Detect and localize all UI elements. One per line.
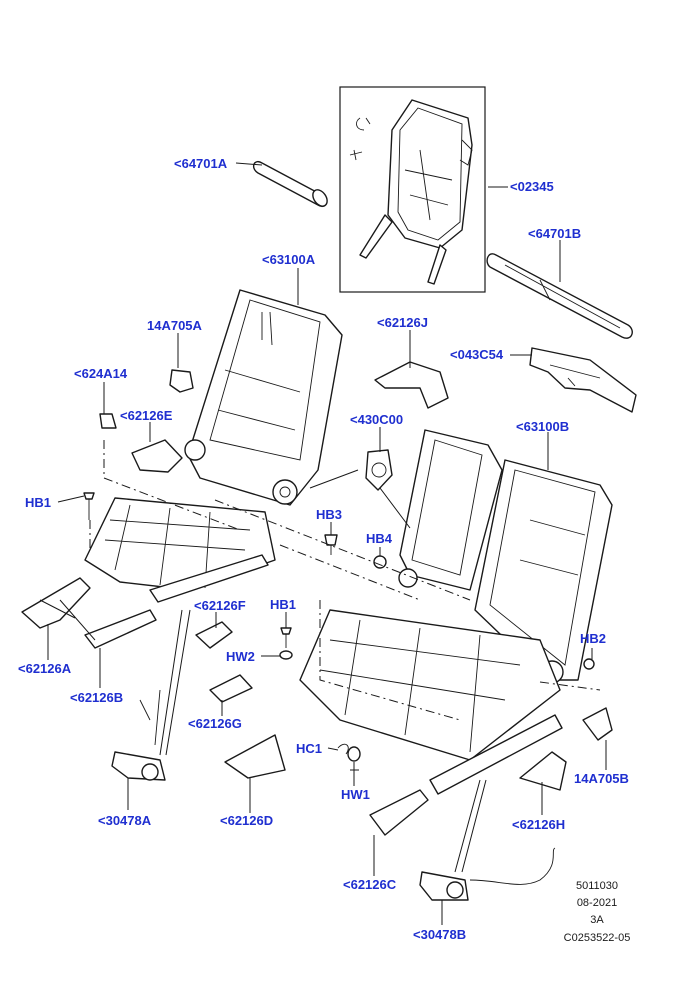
diagram-date: 08-2021 xyxy=(576,897,618,909)
part-64701B-bar xyxy=(486,253,633,339)
fastener-HB2 xyxy=(583,658,595,670)
label-HB2[interactable]: HB2 xyxy=(580,631,607,646)
clip-HC1 xyxy=(337,743,349,755)
label-624A14[interactable]: <624A14 xyxy=(74,366,128,381)
inset-box xyxy=(339,86,486,293)
part-63100A-seatback-left xyxy=(184,289,343,506)
part-430C00-recliner xyxy=(365,449,393,491)
label-14A705A[interactable]: 14A705A xyxy=(147,318,202,333)
part-14A705B-handle xyxy=(582,707,613,741)
part-30478A-motor xyxy=(111,689,166,781)
label-14A705B[interactable]: 14A705B xyxy=(574,771,629,786)
label-62126A[interactable]: <62126A xyxy=(18,661,72,676)
label-62126E[interactable]: <62126E xyxy=(120,408,173,423)
part-62126E-pad xyxy=(131,439,183,473)
fastener-HB3 xyxy=(324,534,338,555)
part-62126D-trim xyxy=(224,734,286,779)
label-043C54[interactable]: <043C54 xyxy=(450,347,504,362)
diagram-reference: C0253522-05 xyxy=(563,932,631,944)
diagram-code: 5011030 xyxy=(575,880,618,892)
label-62126B[interactable]: <62126B xyxy=(70,690,124,705)
label-30478B[interactable]: <30478B xyxy=(413,927,467,942)
alignment-lines xyxy=(89,440,601,771)
part-043C54-cover xyxy=(529,347,637,413)
fastener-HB1-right xyxy=(280,627,292,648)
label-430C00[interactable]: <430C00 xyxy=(350,412,404,427)
right-cushion-frame xyxy=(299,609,563,795)
left-cushion-frame xyxy=(84,497,276,603)
label-63100A[interactable]: <63100A xyxy=(262,252,316,267)
label-30478A[interactable]: <30478A xyxy=(98,813,152,828)
part-62126J-trim xyxy=(374,361,449,409)
label-02345[interactable]: <02345 xyxy=(510,179,554,194)
label-HB1-left[interactable]: HB1 xyxy=(25,495,52,510)
diagram-revision: 3A xyxy=(590,914,604,926)
part-62126B-rail xyxy=(84,609,157,649)
label-62126J[interactable]: <62126J xyxy=(377,315,428,330)
label-64701B[interactable]: <64701B xyxy=(528,226,582,241)
leader-lines xyxy=(39,162,607,925)
part-62126F-cover xyxy=(195,621,233,649)
label-HC1[interactable]: HC1 xyxy=(296,741,323,756)
label-62126H[interactable]: <62126H xyxy=(512,817,566,832)
label-HW2[interactable]: HW2 xyxy=(226,649,255,664)
label-63100B[interactable]: <63100B xyxy=(516,419,570,434)
label-62126F[interactable]: <62126F xyxy=(194,598,246,613)
part-64701A-tube xyxy=(252,161,328,207)
label-62126G[interactable]: <62126G xyxy=(188,716,242,731)
part-30478B-motor xyxy=(419,847,556,901)
washer-HW1 xyxy=(347,746,361,762)
label-HB4[interactable]: HB4 xyxy=(366,531,393,546)
part-62126A-rail xyxy=(21,577,91,629)
part-62126H-trim xyxy=(519,751,567,791)
label-62126D[interactable]: <62126D xyxy=(220,813,274,828)
part-62126C-rail xyxy=(369,789,429,836)
part-02345-frame xyxy=(349,99,473,285)
label-HB3[interactable]: HB3 xyxy=(316,507,343,522)
label-64701A[interactable]: <64701A xyxy=(174,156,228,171)
fastener-HB1-left xyxy=(83,492,95,520)
fastener-HB4 xyxy=(373,555,387,569)
part-62126G-cover xyxy=(209,674,253,703)
washer-HW2 xyxy=(279,650,293,660)
label-62126C[interactable]: <62126C xyxy=(343,877,397,892)
part-63100B-seatback-right xyxy=(398,429,613,684)
label-HW1[interactable]: HW1 xyxy=(341,787,370,802)
label-HB1-right[interactable]: HB1 xyxy=(270,597,297,612)
part-14A705A-handle xyxy=(169,369,194,393)
part-624A14-clip xyxy=(99,413,117,429)
